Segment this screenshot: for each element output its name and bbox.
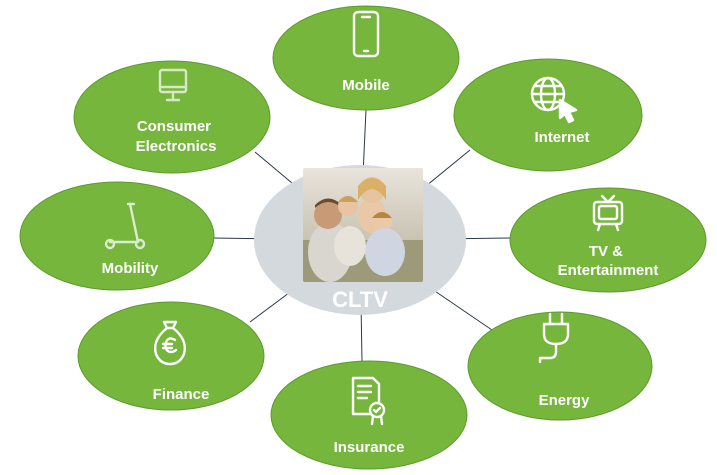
- node-finance: Finance: [77, 301, 265, 411]
- node-tv-label-line1: TV &: [589, 243, 623, 260]
- node-tv-ellipse: [509, 187, 707, 293]
- television-icon: [592, 194, 624, 232]
- node-insurance-label: Insurance: [334, 439, 405, 456]
- node-electronics-label-line1: Consumer: [137, 118, 211, 135]
- node-insurance: Insurance: [270, 360, 468, 470]
- node-internet: Internet: [453, 58, 643, 172]
- node-energy: Energy: [467, 311, 653, 421]
- center-node: CLTV: [254, 165, 466, 315]
- node-mobile-label-line: Mobile: [342, 77, 390, 94]
- node-tv-label-line2: Entertainment: [558, 262, 659, 279]
- scooter-icon: [104, 202, 146, 250]
- certificate-icon: [351, 376, 386, 426]
- node-electronics: Consumer Electronics: [73, 60, 271, 174]
- node-mobile-ellipse: [272, 5, 460, 111]
- node-electronics-label-line2: Electronics: [136, 138, 217, 155]
- node-finance-ellipse: [77, 301, 265, 411]
- node-tv: TV & Entertainment: [509, 187, 707, 293]
- node-mobility-label-line: Mobility: [102, 260, 159, 277]
- node-mobile-label: Mobile: [342, 77, 390, 94]
- node-internet-ellipse: [453, 58, 643, 172]
- node-mobility-ellipse: [19, 181, 215, 291]
- node-mobile: Mobile: [272, 5, 460, 111]
- node-internet-label: Internet: [534, 129, 589, 146]
- node-internet-label-line: Internet: [534, 129, 589, 146]
- family-photo: [303, 168, 423, 282]
- power-plug-icon: [538, 312, 570, 364]
- money-bag-euro-icon: [153, 320, 187, 366]
- node-energy-label: Energy: [539, 392, 591, 409]
- node-tv-label: TV & Entertainment: [558, 243, 659, 279]
- node-insurance-label-line: Insurance: [334, 439, 405, 456]
- node-electronics-label: Consumer Electronics: [136, 118, 217, 155]
- node-energy-label-line: Energy: [539, 392, 591, 409]
- smartphone-icon: [352, 10, 380, 58]
- node-finance-label: Finance: [153, 386, 210, 403]
- node-mobility: Mobility: [19, 181, 215, 291]
- monitor-icon: [158, 68, 188, 102]
- node-mobility-label: Mobility: [102, 260, 159, 277]
- node-finance-label-line: Finance: [153, 386, 210, 403]
- node-energy-ellipse: [467, 311, 653, 421]
- globe-cursor-icon: [530, 76, 578, 124]
- node-electronics-ellipse: [73, 60, 271, 174]
- center-label: CLTV: [332, 287, 388, 312]
